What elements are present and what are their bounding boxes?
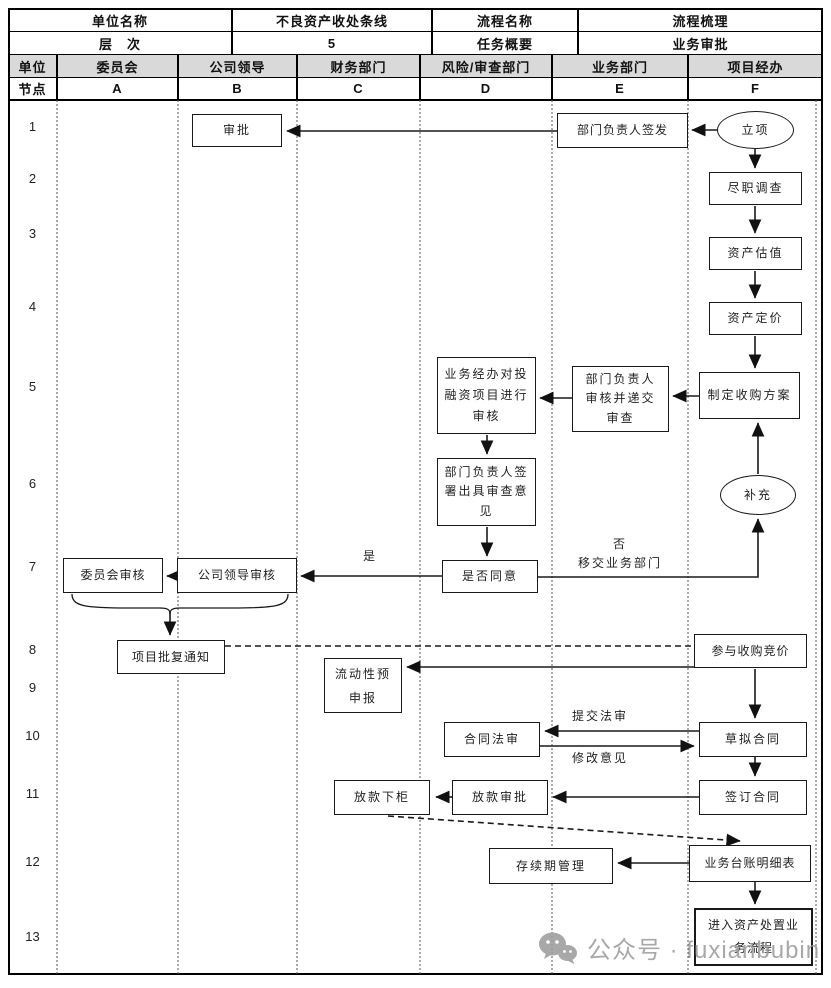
node-approval-notice: 项目批复通知	[117, 640, 225, 674]
row-number-9: 9	[28, 680, 37, 695]
row-number-3: 3	[28, 226, 37, 241]
row-number-1: 1	[28, 119, 37, 134]
lane-letter-d: D	[420, 77, 552, 101]
watermark-text: 公众号 · fuxianbubin	[587, 937, 821, 964]
row-number-8: 8	[28, 642, 37, 657]
info-level-value: 5	[232, 31, 432, 55]
node-committee-review: 委员会审核	[63, 558, 163, 593]
node-dept-head-sign-opinion: 部门负责人签署出具审查意见	[437, 458, 536, 526]
node-approve: 审批	[192, 114, 282, 147]
node-dept-head-review-submit: 部门负责人审核并递交审查	[572, 366, 669, 432]
node-contract-legal-review: 合同法审	[444, 722, 540, 757]
lane-letter-f: F	[688, 77, 823, 101]
node-draft-contract: 草拟合同	[699, 722, 807, 757]
edge-label-no: 否	[612, 537, 627, 551]
flow-arrows	[71, 123, 765, 905]
lane-letter-b: B	[178, 77, 297, 101]
node-loan-approval: 放款审批	[452, 780, 548, 815]
row-number-13: 13	[25, 929, 40, 944]
node-project-initiation: 立项	[717, 111, 794, 149]
row-number-10: 10	[25, 728, 40, 743]
node-acquisition-plan: 制定收购方案	[699, 372, 800, 419]
lane-letter-c: C	[297, 77, 420, 101]
lane-finance-dept: 财务部门	[297, 54, 420, 78]
node-supplement: 补充	[720, 475, 796, 515]
table-outer-frame	[8, 8, 823, 975]
lane-separators	[56, 100, 817, 974]
node-due-diligence: 尽职调查	[709, 172, 802, 205]
lane-company-leaders: 公司领导	[178, 54, 297, 78]
node-business-ledger: 业务台账明细表	[689, 845, 811, 882]
lane-project-handler: 项目经办	[688, 54, 823, 78]
dashed-connectors	[225, 645, 741, 847]
row-number-12: 12	[25, 854, 40, 869]
node-asset-valuation: 资产估值	[709, 237, 802, 270]
node-dept-head-sign-issue: 部门负责人签发	[557, 113, 688, 148]
node-enter-disposal-process: 进入资产处置业务流程	[694, 908, 813, 966]
row-number-6: 6	[28, 476, 37, 491]
row-number-2: 2	[28, 171, 37, 186]
node-leader-review: 公司领导审核	[177, 558, 297, 593]
node-agree-or-not: 是否同意	[442, 560, 538, 593]
info-unit-name-value: 不良资产收处条线	[232, 8, 432, 32]
row-number-7: 7	[28, 559, 37, 574]
wechat-icon	[539, 932, 577, 964]
row-number-4: 4	[28, 299, 37, 314]
node-duration-management: 存续期管理	[489, 848, 613, 884]
row-number-11: 11	[25, 786, 40, 801]
edge-label-yes: 是	[362, 549, 377, 563]
node-handler-review: 业务经办对投融资项目进行审核	[437, 357, 536, 434]
watermark: 公众号 · fuxianbubin	[538, 930, 820, 965]
info-level-label: 层 次	[8, 31, 232, 55]
edge-label-transfer: 移交业务部门	[577, 556, 662, 570]
node-loan-release: 放款下柜	[334, 780, 430, 815]
edge-label-submit-legal: 提交法审	[571, 709, 628, 723]
edge-label-revision: 修改意见	[571, 751, 628, 765]
node-liquidity-prefiling: 流动性预申报	[324, 658, 402, 713]
lane-letter-e: E	[552, 77, 688, 101]
lane-letter-a: A	[57, 77, 178, 101]
node-bid-participation: 参与收购竞价	[694, 634, 807, 668]
node-sign-contract: 签订合同	[699, 780, 807, 815]
lane-business-dept: 业务部门	[552, 54, 688, 78]
node-asset-pricing: 资产定价	[709, 302, 802, 335]
row-number-5: 5	[28, 379, 37, 394]
lane-header-unit: 单位	[8, 54, 57, 78]
info-task-summary-value: 业务审批	[578, 31, 823, 55]
info-process-name-value: 流程梳理	[578, 8, 823, 32]
